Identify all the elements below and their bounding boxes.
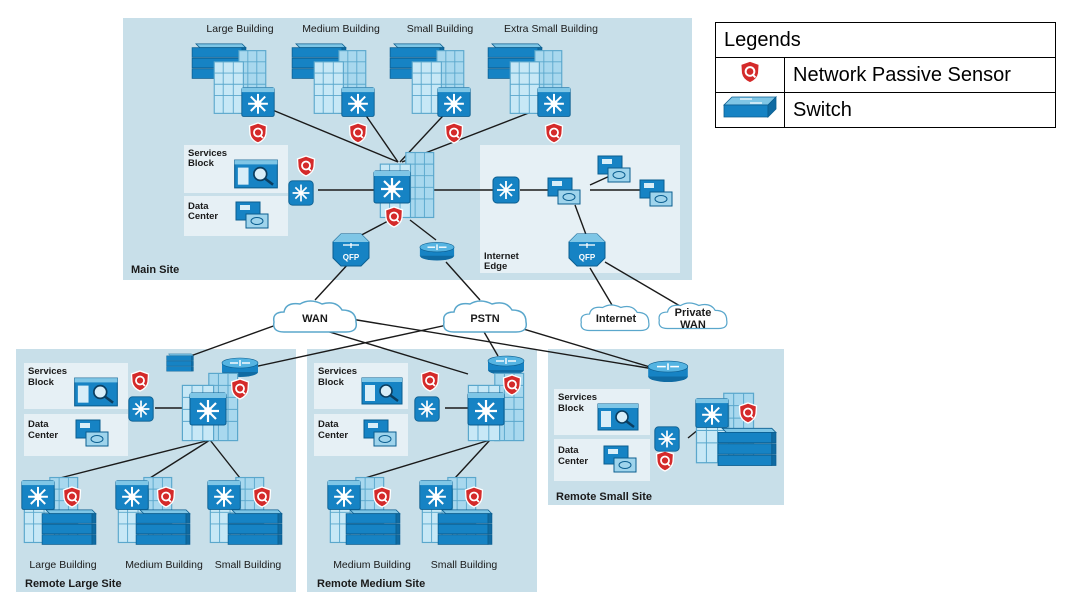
main-dc-label-2: Center — [188, 211, 218, 222]
distribution-switch-icon — [127, 395, 155, 423]
services-device-icon — [73, 376, 119, 408]
private-wan-label-2: WAN — [680, 319, 706, 331]
main-building-label-4: Extra Small Building — [504, 23, 598, 35]
private-wan-label-1: Private — [675, 307, 712, 319]
rs-router-icon — [647, 360, 689, 383]
rm-services-label-2: Block — [318, 377, 345, 388]
rs-switch-stack-icon — [717, 427, 777, 466]
main-building-label-2: Medium Building — [302, 23, 380, 35]
rl-building-label-2: Medium Building — [125, 559, 203, 571]
edge-switch-icon — [492, 176, 520, 204]
rl-services-label-1: Services — [28, 366, 67, 377]
rs-core-switch-icon — [694, 397, 730, 429]
wan-label: WAN — [302, 313, 328, 325]
main-building-label-3: Small Building — [407, 23, 474, 35]
rm-dc-label-1: Data — [318, 419, 339, 430]
rl-building-label-3: Small Building — [215, 559, 282, 571]
internet-edge-label-2: Edge — [484, 261, 507, 272]
remote-small-site-label: Remote Small Site — [556, 491, 652, 503]
remote-medium-site-label: Remote Medium Site — [317, 578, 425, 590]
legend-row-sensor: Network Passive Sensor — [715, 57, 1056, 93]
distribution-switch-icon — [287, 179, 315, 207]
main-site-label: Main Site — [131, 264, 179, 276]
rs-dc-label-1: Data — [558, 445, 579, 456]
rs-dc-label-2: Center — [558, 456, 588, 467]
rm-building-label-2: Small Building — [431, 559, 498, 571]
rs-services-label-1: Services — [558, 392, 597, 403]
main-dc-label-1: Data — [188, 201, 209, 212]
legend-table: Legends Network Passive Sensor Switch — [715, 22, 1056, 128]
rl-dc-label-1: Data — [28, 419, 49, 430]
switch-icon — [723, 96, 777, 118]
qfp-router-icon — [568, 233, 606, 267]
rm-dc-label-2: Center — [318, 430, 348, 441]
rs-services-label-2: Block — [558, 403, 585, 414]
services-device-icon — [360, 376, 404, 406]
router-icon — [419, 241, 455, 262]
legend-label-sensor: Network Passive Sensor — [784, 57, 1056, 93]
services-device-icon — [596, 402, 640, 432]
rm-router-icon — [487, 355, 525, 376]
rm-core-switch-icon — [466, 391, 506, 427]
internet-edge-label-1: Internet — [484, 251, 520, 262]
services-device-icon — [233, 158, 279, 190]
rl-wan-switch-icon — [166, 353, 194, 372]
main-services-label-2: Block — [188, 158, 215, 169]
internet-label: Internet — [596, 313, 637, 325]
distribution-switch-icon — [653, 425, 681, 453]
remote-large-site-label: Remote Large Site — [25, 578, 122, 590]
legend-label-switch: Switch — [784, 92, 1056, 128]
rl-core-switch-icon — [188, 391, 228, 427]
rl-building-label-1: Large Building — [29, 559, 96, 571]
rl-dc-label-2: Center — [28, 430, 58, 441]
rm-services-label-1: Services — [318, 366, 357, 377]
network-passive-sensor-icon — [739, 60, 761, 84]
rl-services-label-2: Block — [28, 377, 55, 388]
main-services-label-1: Services — [188, 148, 227, 159]
pstn-label: PSTN — [470, 313, 499, 325]
qfp-router-icon — [332, 233, 370, 267]
main-core-switch — [372, 151, 435, 228]
main-building-label-1: Large Building — [206, 23, 273, 35]
rm-building-label-1: Medium Building — [333, 559, 411, 571]
legend-title: Legends — [715, 22, 1056, 58]
legend-row-switch: Switch — [715, 92, 1056, 128]
distribution-switch-icon — [413, 395, 441, 423]
